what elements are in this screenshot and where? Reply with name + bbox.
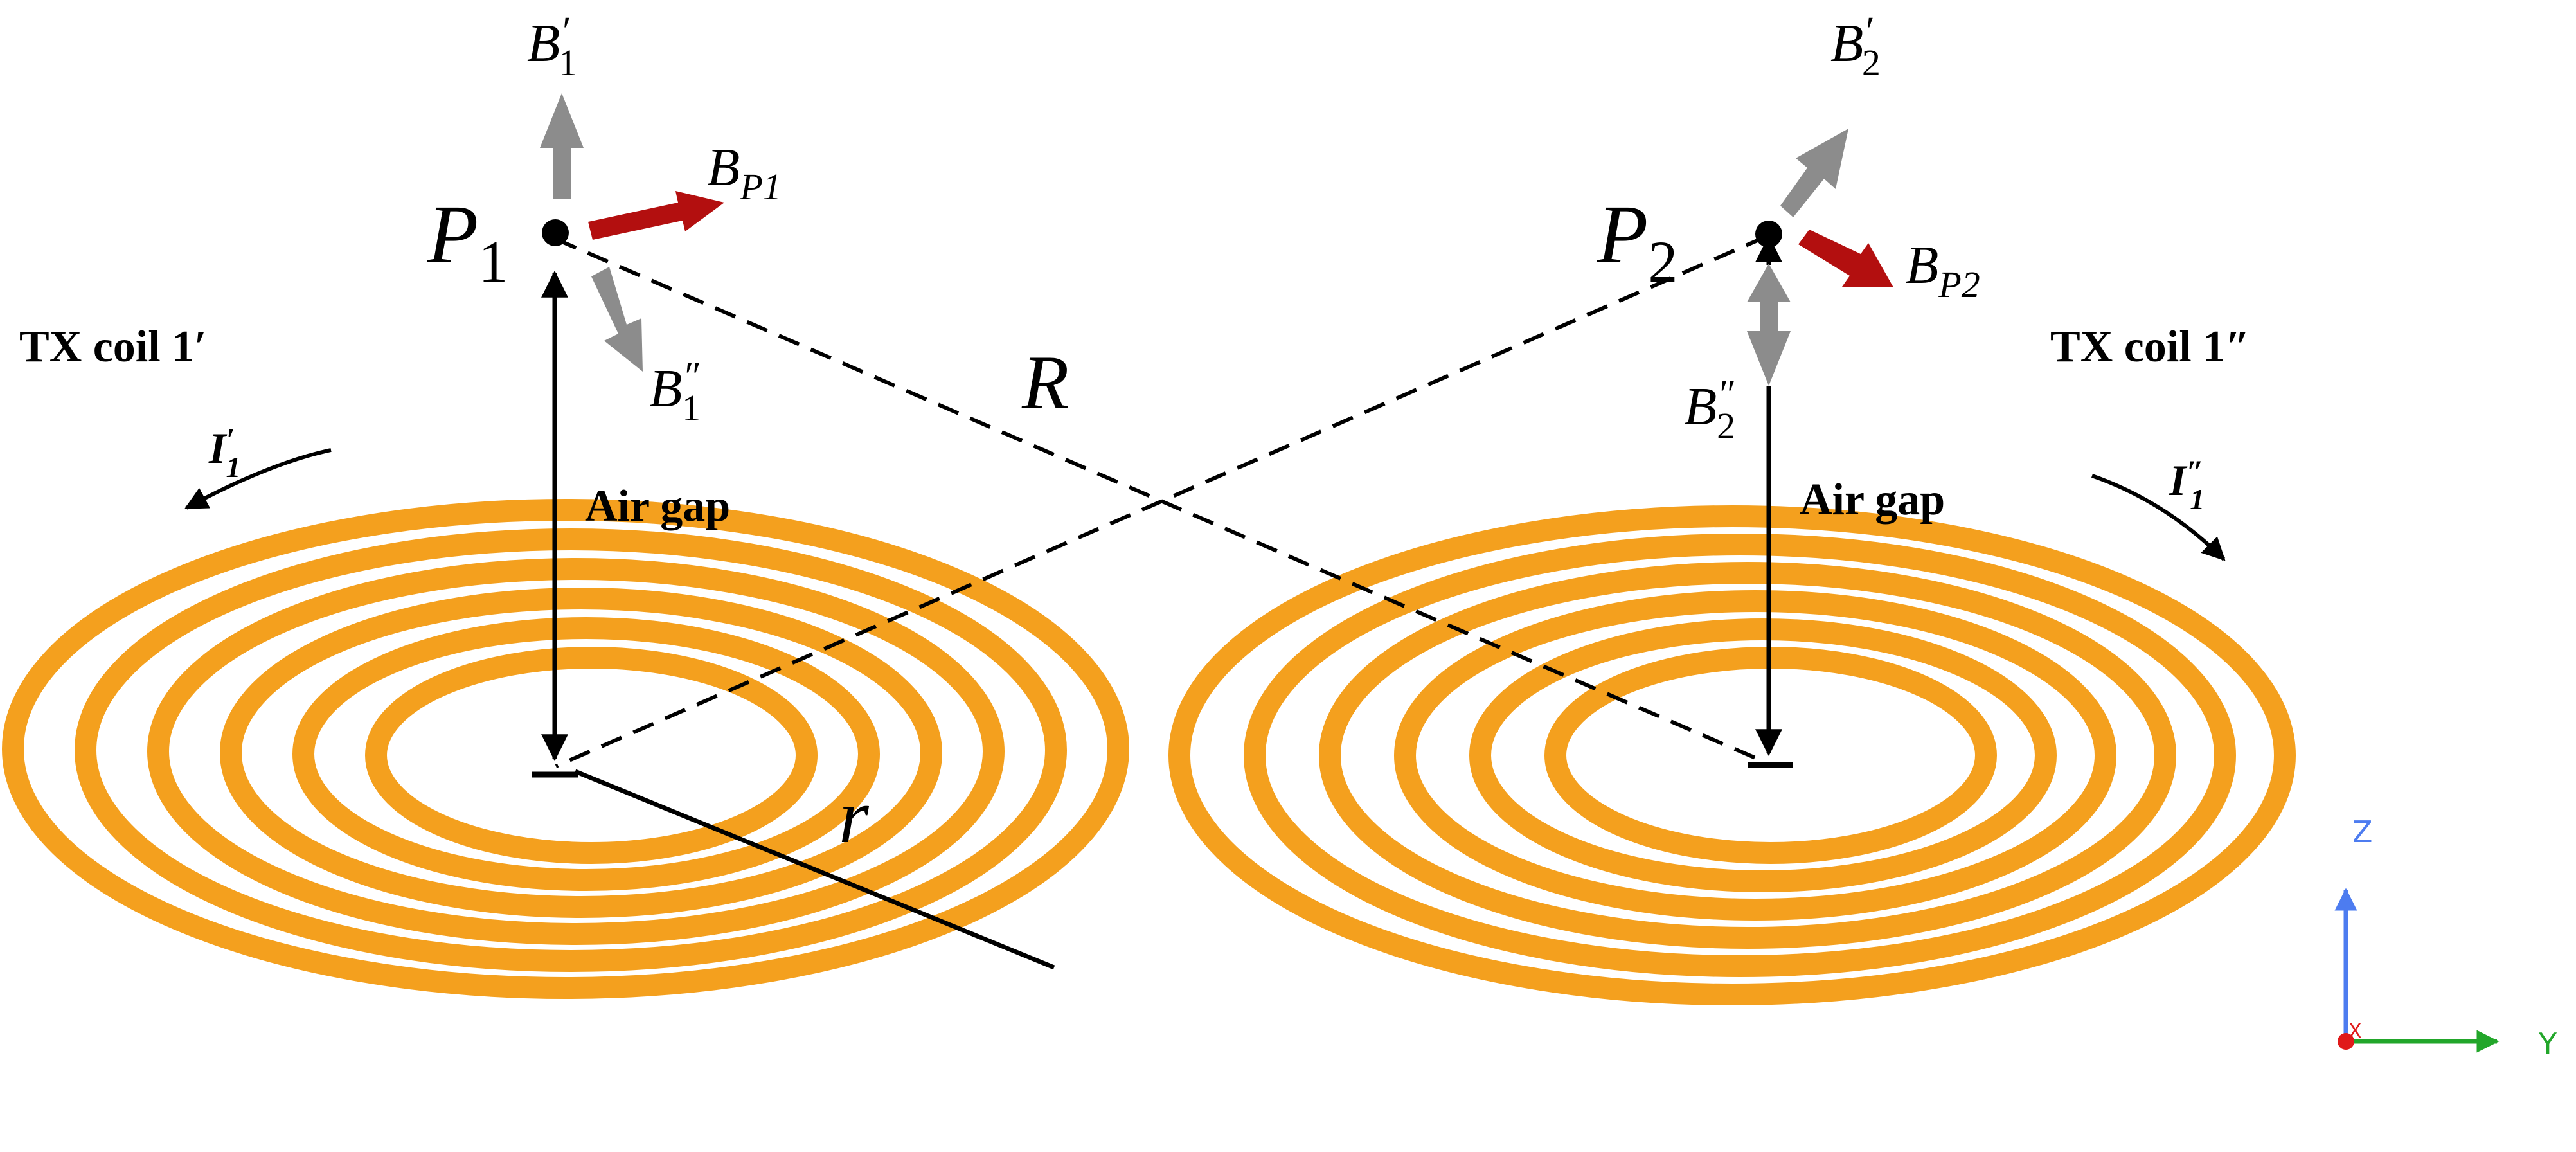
point1-label: P1: [427, 188, 508, 294]
point2-label: P2: [1597, 188, 1677, 294]
field-total-label-p1: BP1: [707, 138, 782, 208]
field-total-label-p2: BP2: [1906, 235, 1980, 305]
field-up-arrow-p1: [540, 93, 584, 199]
coil-ring-left-5: [292, 617, 880, 891]
field-up-label-p1: B′1: [527, 10, 577, 84]
coil-ring-right-3: [1319, 562, 2176, 949]
radius-line: [574, 769, 1055, 970]
field-down-arrow-p1: [591, 267, 643, 372]
dashed-line-p1-to-center2: [555, 237, 1766, 764]
point2-dot: [1755, 221, 1782, 248]
coil-ring-right-5: [1469, 618, 2057, 892]
field-total-arrow-p2: [1798, 230, 1893, 287]
coil-ring-right-2: [1244, 534, 2236, 977]
axis-x-dot: [2338, 1033, 2354, 1050]
field-up-arrow-p2: [1780, 129, 1848, 217]
field-up-label-p2: B′2: [1830, 10, 1881, 84]
field-down-label-p1: B″1: [649, 355, 701, 429]
coil-ring-left-2: [75, 528, 1067, 972]
distance-label: R: [1021, 339, 1069, 425]
axis-x-label: X: [2348, 1020, 2362, 1043]
axis-y-label: Y: [2538, 1027, 2557, 1061]
air-gap-label-left: Air gap: [585, 482, 730, 531]
coil-right-title: TX coil 1″: [2050, 322, 2250, 372]
air-gap-label-right: Air gap: [1800, 475, 1945, 525]
tx-coil-left: [2, 499, 1129, 999]
curved-arrow-right-icon: [2091, 474, 2226, 561]
coil-ring-right-1: [1168, 505, 2296, 1005]
current-label-left: I′1: [208, 421, 241, 483]
coil-left-title: TX coil 1′: [19, 322, 207, 372]
axis-z-label: Z: [2352, 815, 2373, 849]
dashed-line-p2-to-center1: [555, 235, 1767, 768]
coil-ring-left-4: [220, 588, 942, 918]
field-down-arrow-p2-head-up: [1747, 264, 1791, 302]
field-down-arrow-p2: [1747, 280, 1791, 386]
point1-dot: [542, 219, 569, 246]
coordinate-axes-icon: [2334, 888, 2500, 1053]
curved-arrow-left-icon: [184, 448, 332, 510]
field-total-arrow-p1: [588, 191, 724, 240]
coil-ring-right-4: [1394, 590, 2116, 921]
current-label-right: I″1: [2169, 453, 2205, 516]
field-down-label-p2: B″2: [1684, 373, 1735, 447]
radius-label: r: [839, 773, 870, 859]
coil-ring-left-6: [365, 647, 818, 864]
coil-ring-left-3: [147, 558, 1005, 945]
tx-coil-right: [1168, 505, 2296, 1005]
point1-vectors: [540, 93, 724, 372]
point2-vectors: [1747, 129, 1893, 386]
